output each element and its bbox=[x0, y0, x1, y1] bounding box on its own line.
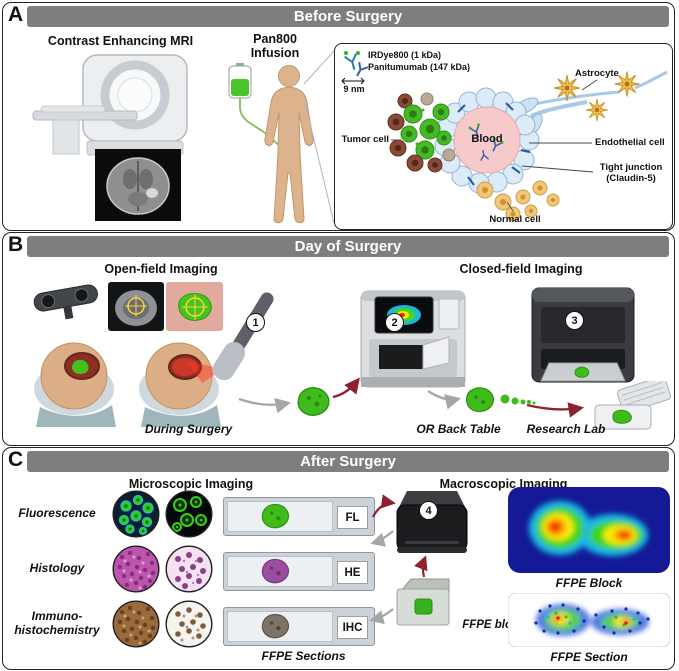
ffpe-block-illustration bbox=[396, 578, 450, 626]
blood-label: Blood bbox=[471, 133, 503, 145]
specimen-trail bbox=[465, 387, 536, 413]
ffpe-section-heatmap bbox=[508, 593, 670, 647]
panel-letter-a: A bbox=[8, 3, 24, 26]
closed-field-imager-illustration bbox=[360, 290, 466, 388]
ihc-microscopy-image-1 bbox=[112, 600, 160, 648]
histology-microscopy-image-1 bbox=[112, 545, 160, 593]
brain-mri-image bbox=[95, 149, 181, 221]
panitumumab-legend-label: Panitumumab (147 kDa) bbox=[368, 62, 471, 72]
open-field-surgery-illustration bbox=[33, 282, 274, 427]
ihc-slide-tag: IHC bbox=[337, 616, 368, 639]
tight-junction-label: Tight junction (Claudin-5) bbox=[599, 162, 663, 185]
step-2-badge: 2 bbox=[385, 313, 404, 332]
panel-after-surgery: C After Surgery Microscopic Imaging Macr… bbox=[2, 447, 675, 670]
fl-slide: FL bbox=[223, 497, 375, 536]
panel-day-of-surgery: B Day of Surgery Open-field Imaging Clos… bbox=[2, 232, 675, 446]
histology-microscopy-image-2 bbox=[165, 545, 213, 593]
research-lab-imager-illustration bbox=[531, 287, 635, 383]
step-4-badge: 4 bbox=[419, 501, 438, 520]
panel-header-before-surgery: Before Surgery bbox=[27, 6, 669, 27]
scale-9nm-label: 9 nm bbox=[343, 84, 365, 94]
fluorescence-microscopy-image-1 bbox=[112, 490, 160, 538]
panel-header-day-of-surgery: Day of Surgery bbox=[27, 236, 669, 257]
ffpe-block-label: FFPE Block bbox=[555, 576, 623, 590]
fl-slide-tissue bbox=[261, 503, 290, 529]
panel-header-after-surgery: After Surgery bbox=[27, 451, 669, 472]
during-surgery-label: During Surgery bbox=[144, 422, 233, 436]
tumor-cell-label: Tumor cell bbox=[341, 134, 389, 145]
slide-scanner-illustration bbox=[396, 491, 468, 553]
mri-machine-illustration bbox=[32, 54, 188, 156]
panel-letter-b: B bbox=[8, 233, 24, 256]
he-slide-tag: HE bbox=[337, 561, 368, 584]
closed-field-imaging-label: Closed-field Imaging bbox=[459, 262, 583, 276]
bbb-diagram bbox=[341, 51, 668, 222]
panel-letter-c: C bbox=[8, 448, 24, 471]
fl-slide-tag: FL bbox=[337, 506, 368, 529]
blood-brain-barrier-inset: IRDye800 (1 kDa) Panitumumab (147 kDa) 9… bbox=[334, 43, 673, 230]
specimen-cassette-illustration bbox=[594, 381, 671, 430]
mri-label: Contrast Enhancing MRI bbox=[47, 34, 194, 48]
step-3-badge: 3 bbox=[565, 311, 584, 330]
patient-iv-illustration bbox=[228, 63, 314, 224]
he-slide: HE bbox=[223, 552, 375, 591]
astrocyte-label: Astrocyte bbox=[575, 68, 619, 79]
ffpe-sections-label: FFPE Sections bbox=[261, 649, 346, 663]
endothelial-cell-label: Endothelial cell bbox=[595, 137, 665, 148]
histology-row-label: Histology bbox=[29, 561, 85, 575]
pan800-infusion-label: Pan800 Infusion bbox=[250, 32, 300, 60]
he-slide-tissue bbox=[261, 558, 290, 584]
microscopic-imaging-label: Microscopic Imaging bbox=[128, 477, 254, 491]
normal-cell-label: Normal cell bbox=[489, 214, 541, 225]
or-back-table-label: OR Back Table bbox=[416, 422, 501, 436]
irdye800-legend-label: IRDye800 (1 kDa) bbox=[368, 50, 442, 60]
fluorescence-row-label: Fluorescence bbox=[18, 506, 96, 520]
open-field-imaging-label: Open-field Imaging bbox=[104, 262, 218, 276]
specimen-blob bbox=[297, 387, 330, 416]
zoom-lines bbox=[303, 50, 335, 224]
fluorescence-microscopy-image-2 bbox=[165, 490, 213, 538]
research-lab-label: Research Lab bbox=[526, 422, 606, 436]
ihc-row-label: Immuno- histochemistry bbox=[14, 609, 100, 638]
ffpe-section-label: FFPE Section bbox=[550, 650, 628, 664]
panel-before-surgery: A Before Surgery Contrast Enhancing MRI … bbox=[2, 2, 675, 231]
ihc-slide-tissue bbox=[261, 613, 290, 639]
ffpe-block-heatmap bbox=[508, 487, 670, 573]
ihc-slide: IHC bbox=[223, 607, 375, 646]
ihc-microscopy-image-2 bbox=[165, 600, 213, 648]
step-1-badge: 1 bbox=[246, 313, 265, 332]
